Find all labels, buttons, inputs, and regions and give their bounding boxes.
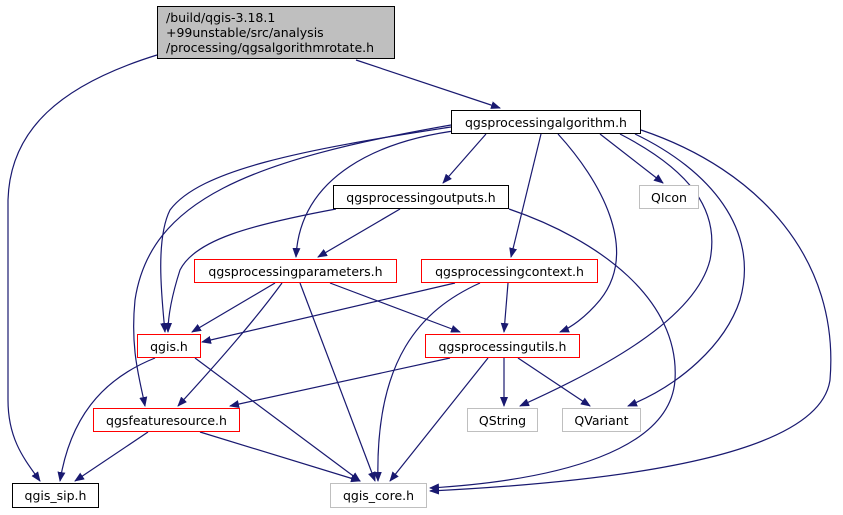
edge-outputs-to-qgis_core bbox=[429, 208, 676, 492]
root-path-line-3: /processing/qgsalgorithmrotate.h bbox=[166, 40, 375, 55]
node-qgis-core[interactable]: qgis_core.h bbox=[330, 483, 427, 508]
node-qgsfeaturesource[interactable]: qgsfeaturesource.h bbox=[93, 408, 240, 432]
node-qgsprocessingparameters[interactable]: qgsprocessingparameters.h bbox=[194, 259, 397, 283]
edge-algorithm-to-context bbox=[509, 133, 542, 258]
edge-algorithm-to-utils bbox=[557, 133, 618, 333]
node-qstring[interactable]: QString bbox=[467, 408, 538, 432]
edge-algorithm-to-qicon bbox=[599, 133, 664, 184]
node-qgsprocessingutils[interactable]: qgsprocessingutils.h bbox=[425, 334, 580, 358]
edge-parameters-to-qgis bbox=[191, 282, 276, 333]
edge-parameters-to-featuresource bbox=[177, 282, 283, 407]
edge-algorithm-to-parameters bbox=[292, 129, 462, 258]
node-qgis-sip[interactable]: qgis_sip.h bbox=[12, 483, 99, 508]
edge-outputs-to-parameters bbox=[317, 208, 401, 258]
edge-context-to-utils bbox=[500, 282, 509, 333]
edge-utils-to-featuresource bbox=[229, 357, 451, 408]
root-path-line-1: /build/qgis-3.18.1 bbox=[166, 10, 276, 25]
edge-root-to-qgis_sip bbox=[7, 54, 158, 482]
edge-featuresource-to-qgis_core bbox=[199, 431, 361, 483]
node-qgsprocessingcontext[interactable]: qgsprocessingcontext.h bbox=[421, 259, 598, 283]
edge-algorithm-to-qgis_core bbox=[429, 129, 832, 495]
edge-algorithm-to-qvariant bbox=[627, 133, 745, 407]
edge-parameters-to-utils bbox=[329, 282, 461, 333]
node-qicon[interactable]: QIcon bbox=[639, 185, 699, 209]
edge-context-to-qgis bbox=[201, 282, 456, 344]
node-qvariant[interactable]: QVariant bbox=[562, 408, 641, 432]
edge-outputs-to-qgis bbox=[164, 208, 337, 333]
edge-algorithm-to-qstring bbox=[519, 133, 713, 407]
edge-utils-to-qvariant bbox=[517, 357, 591, 407]
node-qgis[interactable]: qgis.h bbox=[137, 334, 201, 358]
edge-qgis-to-qgis_sip bbox=[57, 357, 156, 482]
root-path-line-2: +99unstable/src/analysis bbox=[166, 25, 324, 40]
node-qgsprocessingoutputs[interactable]: qgsprocessingoutputs.h bbox=[333, 185, 509, 209]
edge-root-to-algorithm bbox=[355, 59, 501, 109]
edge-algorithm-to-qgis bbox=[160, 126, 452, 333]
edge-utils-to-qgis_core bbox=[389, 357, 489, 482]
edge-qgis-to-qgis_core bbox=[194, 357, 361, 482]
edge-context-to-qgis_core bbox=[373, 282, 481, 482]
edge-featuresource-to-qgis_sip bbox=[74, 431, 149, 482]
edge-algorithm-to-outputs bbox=[442, 133, 487, 184]
node-qgsprocessingalgorithm[interactable]: qgsprocessingalgorithm.h bbox=[451, 110, 641, 134]
node-root-file: /build/qgis-3.18.1 +99unstable/src/analy… bbox=[157, 6, 395, 59]
